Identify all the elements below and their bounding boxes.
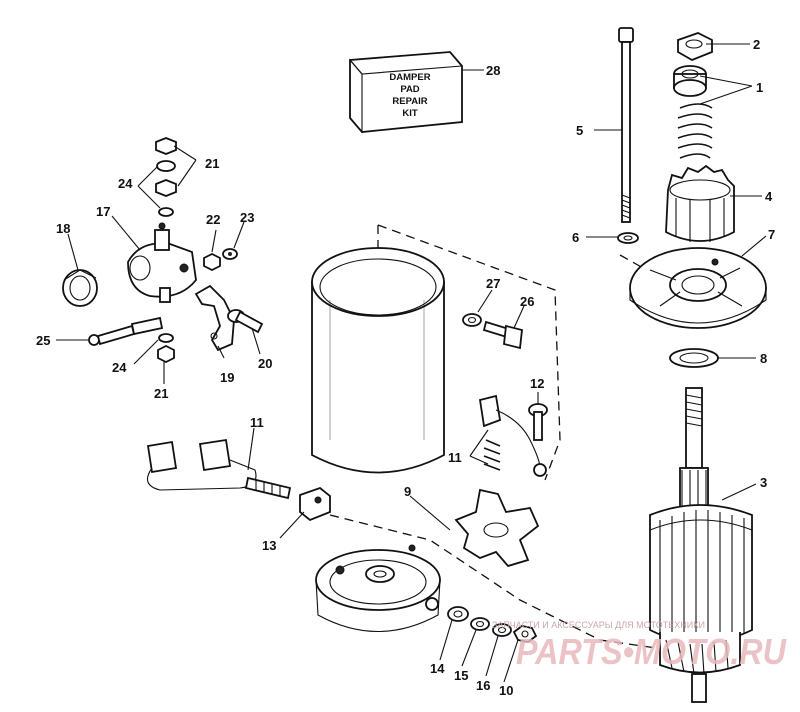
kit-label-line-3: REPAIR [392, 96, 427, 107]
brush-screw [528, 403, 548, 441]
solenoid-lockwasher-upper [158, 207, 174, 217]
solenoid-cable [88, 316, 164, 346]
lockwasher [492, 623, 512, 637]
brush-and-spring-right [478, 394, 547, 477]
callout-11-left: 11 [250, 415, 264, 430]
callout-14: 14 [430, 661, 445, 676]
callout-4: 4 [765, 189, 773, 204]
drive-pinion [665, 164, 735, 242]
callout-24-upper: 24 [118, 176, 133, 191]
callout-19: 19 [220, 370, 234, 385]
watermark: ЗАПЧАСТИ И АКСЕССУАРЫ ДЛЯ МОТОТЕХНИКИ PA… [492, 620, 787, 672]
brush-holder-plate [454, 488, 540, 568]
commutator-end-cap [315, 544, 441, 633]
callout-5: 5 [576, 123, 583, 138]
callout-26: 26 [520, 294, 534, 309]
callout-12: 12 [530, 376, 544, 391]
callout-11-right: 11 [448, 450, 462, 465]
callout-2: 1 [756, 80, 763, 95]
ground-lockwasher [222, 248, 238, 260]
cable-nut-lower [157, 344, 175, 364]
bracket-screw [227, 309, 264, 334]
stop-collar-and-spring [673, 65, 713, 159]
through-bolt [618, 27, 634, 223]
pinion-nut [677, 32, 713, 61]
callout-20: 20 [258, 356, 272, 371]
callout-9: 9 [404, 484, 411, 499]
damper-pad-repair-kit-box: DAMPER PAD REPAIR KIT [349, 51, 463, 134]
bolt-lockwasher [617, 232, 639, 244]
mounting-bracket [194, 284, 235, 352]
solenoid-terminal-nut-mid [155, 179, 177, 197]
drive-end-cap [629, 247, 767, 329]
callout-28: 28 [486, 63, 500, 78]
callout-8: 8 [760, 351, 767, 366]
watermark-tagline: ЗАПЧАСТИ И АКСЕССУАРЫ ДЛЯ МОТОТЕХНИКИ [492, 620, 705, 630]
frame-and-field-housing [311, 247, 445, 474]
callout-23: 23 [240, 210, 254, 225]
callout-24-lower: 24 [112, 360, 127, 375]
solenoid-body [127, 222, 197, 303]
callout-27: 27 [486, 276, 500, 291]
ground-nut [203, 252, 221, 272]
callout-18: 18 [56, 221, 70, 236]
thrust-washer [669, 348, 719, 368]
callout-13: 13 [262, 538, 276, 553]
callout-1: 2 [753, 37, 760, 52]
callout-21-lower: 21 [154, 386, 168, 401]
armature [649, 387, 753, 703]
callout-6: 6 [572, 230, 579, 245]
leader-lines [56, 43, 767, 683]
kit-label-line-1: DAMPER [389, 72, 430, 83]
terminal-boot [62, 269, 98, 307]
terminal-washer [462, 313, 482, 327]
callout-3: 3 [760, 475, 767, 490]
watermark-brand: PARTS•MOTO.RU [516, 631, 787, 672]
insulating-washer [447, 606, 469, 622]
terminal-screw [482, 320, 523, 350]
solenoid-terminal-washer-upper [156, 160, 176, 172]
cable-washer-lower [158, 333, 174, 343]
kit-label-line-2: PAD [400, 84, 419, 95]
terminal-block [299, 486, 331, 522]
flat-washer [470, 617, 490, 631]
callout-25: 25 [36, 333, 50, 348]
callout-17: 17 [96, 204, 110, 219]
callout-22: 22 [206, 212, 220, 227]
callout-21-upper: 21 [205, 156, 219, 171]
callout-15: 15 [454, 668, 468, 683]
solenoid-terminal-nut-upper [155, 137, 177, 155]
brush-and-lead-left [146, 438, 292, 500]
callout-7: 7 [768, 227, 775, 242]
kit-label-line-4: KIT [402, 108, 418, 119]
callout-16: 16 [476, 678, 490, 693]
callout-numbers: 2 1 3 4 5 6 7 8 9 10 11 11 12 13 14 15 1… [36, 37, 775, 698]
callout-10: 10 [499, 683, 513, 698]
